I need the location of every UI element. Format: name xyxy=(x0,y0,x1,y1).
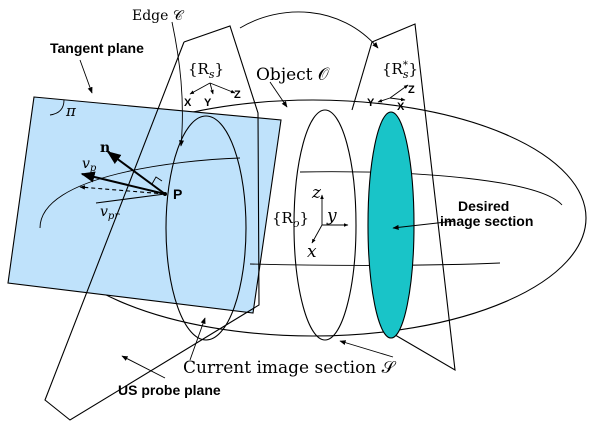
tangent-plane xyxy=(7,96,282,314)
desired-image-section xyxy=(367,111,415,339)
desired-arrow xyxy=(392,220,456,230)
us-probe-plane-desired-edge xyxy=(351,41,373,111)
desired-label-line2: image section xyxy=(440,213,533,229)
frame-rs-axes xyxy=(189,82,236,95)
y-axis-label: y xyxy=(326,206,337,226)
ro-label: {Ro} xyxy=(272,209,309,230)
vpr-label: vpr xyxy=(100,204,120,222)
tangent-plane-arrow xyxy=(79,59,93,94)
rs-star-y-label: Y xyxy=(367,97,375,109)
rs-z-label: Z xyxy=(234,89,241,101)
tangent-plane-label: Tangent plane xyxy=(50,40,144,56)
rs-label: {Rs} xyxy=(188,60,224,81)
vector-line xyxy=(95,193,166,204)
P-label: P xyxy=(173,186,182,202)
n-label: n xyxy=(100,140,110,156)
us-probe-arrow xyxy=(121,355,166,379)
vector-n xyxy=(106,151,166,195)
current-image-section xyxy=(165,115,247,341)
object-mid-curve xyxy=(299,171,563,206)
object-arrow xyxy=(269,81,288,108)
edge-label: Edge 𝒞 xyxy=(132,8,185,24)
pi-label: π xyxy=(65,102,77,120)
current-section-label: Current image section 𝒮 xyxy=(183,358,397,378)
right-angle-mark xyxy=(151,176,163,185)
us-probe-plane-desired xyxy=(371,23,456,372)
frame-rs-star-axes xyxy=(377,84,409,103)
vector-vp xyxy=(80,171,166,195)
pi-corner-arc xyxy=(49,99,65,116)
rs-star-label: {R*s} xyxy=(382,60,418,81)
object-inner-curve xyxy=(39,157,241,229)
current-arrow-left xyxy=(189,317,206,361)
z-axis-label: z xyxy=(311,183,322,203)
vector-vpr xyxy=(79,185,166,195)
us-probe-plane-current xyxy=(44,25,260,421)
current-arrow-right xyxy=(339,340,394,358)
object-section-middle xyxy=(293,109,357,341)
point-P xyxy=(163,192,167,196)
rs-star-z-label: Z xyxy=(408,84,415,96)
edge-arrow xyxy=(171,21,185,147)
transition-arrow xyxy=(239,11,379,49)
rs-y-label: Y xyxy=(204,97,212,109)
x-axis-label: x xyxy=(307,242,317,262)
object-label: Object 𝒪 xyxy=(256,65,330,85)
desired-label-line1: Desired xyxy=(458,198,509,214)
frame-ro-axes xyxy=(311,194,349,244)
rs-x-label: X xyxy=(184,97,192,109)
rs-star-x-label: X xyxy=(397,101,405,113)
vp-label: vp xyxy=(82,156,97,174)
us-probe-label: US probe plane xyxy=(118,382,221,398)
